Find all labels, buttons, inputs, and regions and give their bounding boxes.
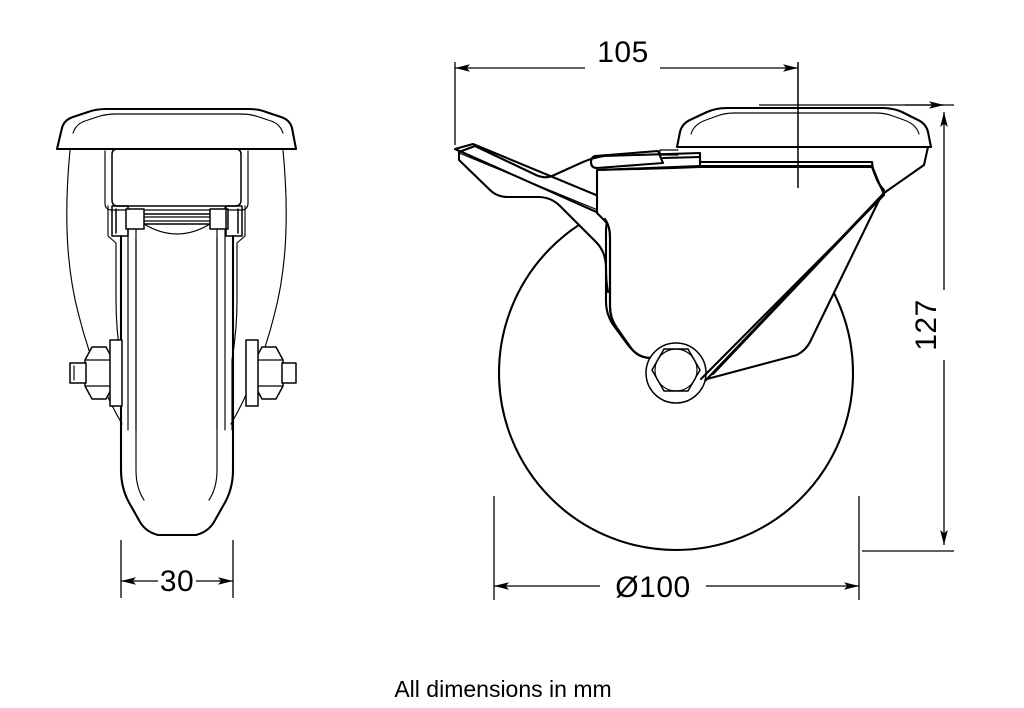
- front-view-axle-hex-nut-right: [245, 339, 297, 407]
- front-view-axle-hex-nut-left: [69, 339, 123, 407]
- side-view-fork-diagonal: [699, 193, 886, 381]
- side-view-top-plate: [659, 106, 933, 195]
- dimension-127: 127: [759, 101, 954, 552]
- side-view: 105 127 Ø100: [453, 36, 954, 604]
- front-view-swivel-block: [104, 148, 249, 211]
- front-view-fork-legs: [107, 205, 246, 431]
- dimension-30: 30: [120, 540, 234, 598]
- side-view-yoke: [595, 164, 886, 384]
- front-view: 30: [55, 107, 298, 598]
- side-view-hub-assembly: [645, 342, 707, 404]
- dimension-diameter-100-label: Ø100: [615, 571, 690, 604]
- dimension-105-label: 105: [597, 36, 649, 69]
- front-view-axle-assembly: [111, 205, 243, 237]
- front-view-wheel: [119, 234, 235, 537]
- dimension-30-label: 30: [160, 565, 194, 598]
- dimension-diameter-100: Ø100: [493, 496, 860, 604]
- units-caption: All dimensions in mm: [394, 676, 611, 702]
- dimension-127-label: 127: [910, 299, 943, 351]
- dimension-105: 105: [454, 36, 798, 145]
- front-view-top-plate: [55, 107, 298, 151]
